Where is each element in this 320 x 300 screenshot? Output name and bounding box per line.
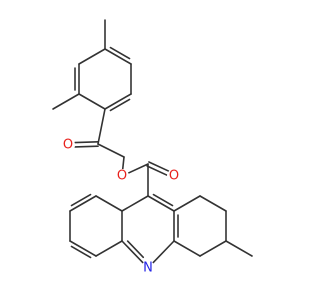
single-bond [52, 93, 80, 110]
atom-o-ketone: O [61, 138, 75, 153]
double-bond [69, 240, 97, 257]
double-bond [104, 48, 132, 65]
atom-label-oxygen-ester-single: O [117, 169, 127, 184]
atom-label-oxygen-ketone: O [63, 138, 73, 153]
single-bond [173, 195, 201, 212]
single-bond [199, 240, 227, 257]
double-bond [104, 93, 132, 110]
single-bond [173, 240, 201, 257]
single-bond [121, 195, 149, 212]
double-bond [69, 195, 97, 212]
double-bond-inner [70, 245, 92, 259]
double-bond [121, 240, 144, 264]
double-bond [74, 145, 99, 148]
single-bond [95, 240, 123, 257]
double-bond [74, 141, 99, 144]
single-bond [121, 156, 125, 170]
single-bond [225, 240, 253, 257]
atom-n-ring: N [141, 261, 155, 276]
bond-lines [52, 19, 253, 264]
double-bond [147, 195, 175, 212]
single-bond [78, 48, 106, 65]
double-bond-inner [109, 98, 131, 112]
single-bond [95, 195, 123, 212]
molecule-structure: O O O N [52, 19, 253, 276]
atom-o-ester-single: O [115, 169, 129, 184]
atom-label-nitrogen: N [143, 261, 153, 276]
single-bond [97, 108, 106, 145]
atom-label-oxygen-ester-double: O [169, 169, 179, 184]
double-bond [148, 161, 170, 172]
double-bond-inner [109, 46, 131, 60]
double-bond [146, 165, 168, 176]
atom-o-ester-double: O [167, 169, 181, 184]
double-bond-inner [152, 193, 174, 207]
double-bond-inner [70, 193, 92, 207]
single-bond [199, 195, 227, 212]
single-bond [97, 143, 125, 158]
single-bond [152, 240, 175, 264]
double-bond-inner [126, 240, 145, 259]
single-bond [127, 163, 149, 174]
single-bond [78, 93, 106, 110]
